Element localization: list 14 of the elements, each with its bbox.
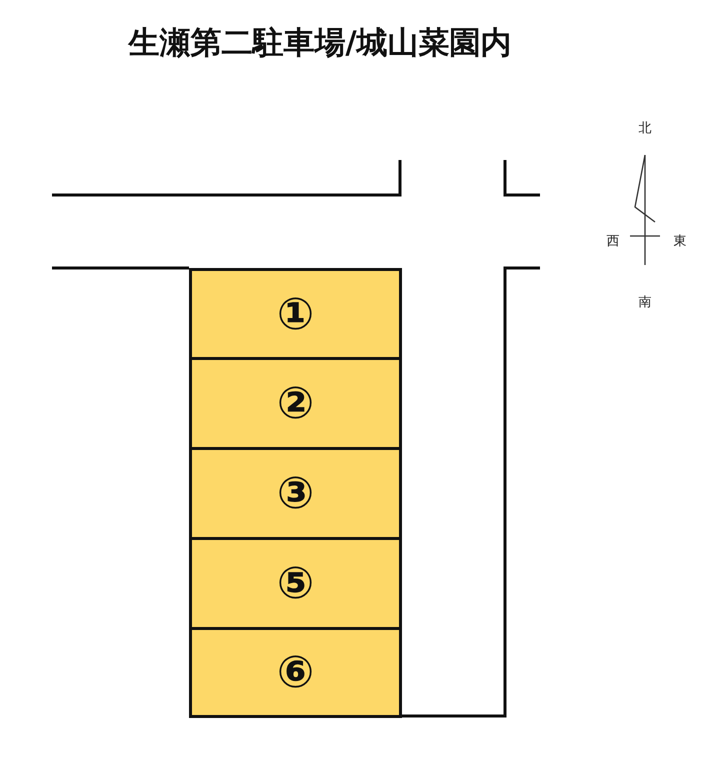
parking-space — [189, 627, 402, 718]
compass-direction: 南 — [638, 294, 652, 311]
parking-space — [189, 357, 402, 450]
compass-direction: 北 — [638, 120, 652, 137]
space-number: ⑤ — [276, 562, 314, 606]
space-number: ① — [276, 292, 314, 336]
title: 生瀬第二駐車場/城山菜園内 — [126, 24, 513, 63]
space-number: ② — [276, 382, 314, 426]
space-number: ③ — [276, 472, 314, 516]
parking-space — [189, 447, 402, 540]
space-number: ⑥ — [276, 650, 314, 694]
parking-space — [189, 537, 402, 630]
compass-direction: 東 — [674, 233, 686, 250]
compass-direction: 西 — [606, 233, 620, 250]
